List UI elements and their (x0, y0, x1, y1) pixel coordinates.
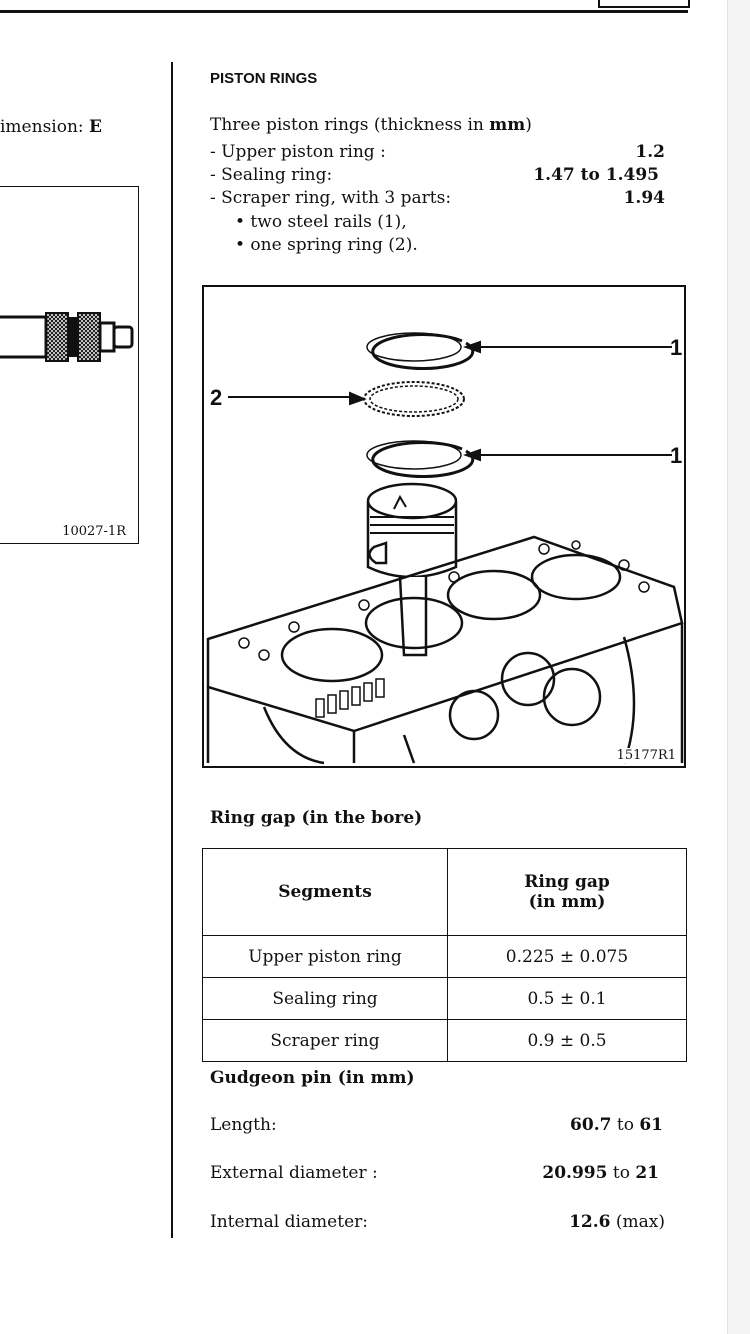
list-item: • two steel rails (1), (235, 212, 407, 232)
piston-rings-illustration (206, 332, 684, 765)
gap-cell: 0.5 ± 0.1 (447, 977, 687, 1020)
col-header-segments: Segments (202, 848, 448, 936)
segment-cell: Upper piston ring (202, 935, 448, 978)
gudgeon-internal-row: Internal diameter: 12.6 (max) (210, 1212, 665, 1232)
callout-label-1-top: 1 (670, 335, 683, 360)
tool-illustration (0, 312, 134, 362)
gudgeon-length-row: Length: 60.7 to 61 (210, 1115, 663, 1135)
gudgeon-external-row: External diameter : 20.995 to 21 (210, 1163, 659, 1183)
segment-cell: Scraper ring (202, 1019, 448, 1062)
gap-cell: 0.9 ± 0.5 (447, 1019, 687, 1062)
col-header-ring-gap: Ring gap(in mm) (447, 848, 687, 936)
table-row: Sealing ring 0.5 ± 0.1 (202, 977, 687, 1020)
segment-cell: Sealing ring (202, 977, 448, 1020)
ring-gap-table: Segments Ring gap(in mm) Upper piston ri… (202, 848, 687, 1062)
callout-label-2: 2 (210, 385, 223, 410)
figure-caption: 15177R1 (614, 748, 678, 763)
page-top-rule (0, 0, 688, 13)
table-row: Scraper ring 0.9 ± 0.5 (202, 1019, 687, 1062)
page-header-box (598, 0, 690, 8)
piston-rings-figure: 1 2 1 15177R1 (202, 285, 686, 768)
gap-cell: 0.225 ± 0.075 (447, 935, 687, 978)
intro-text: Three piston rings (thickness in mm) (210, 115, 532, 135)
column-divider (171, 62, 173, 1238)
table-row: Upper piston ring 0.225 ± 0.075 (202, 935, 687, 978)
left-figure: 10027-1R (0, 186, 139, 544)
table-header-row: Segments Ring gap(in mm) (202, 848, 687, 936)
figure-caption: 10027-1R (62, 524, 126, 539)
dimension-text: imension: E (0, 117, 103, 137)
list-item: • one spring ring (2). (235, 235, 418, 255)
gudgeon-title: Gudgeon pin (in mm) (210, 1068, 415, 1088)
section-heading: PISTON RINGS (210, 70, 318, 87)
scrollbar-track[interactable] (727, 0, 750, 1334)
callout-label-1-bottom: 1 (670, 443, 683, 468)
ring-gap-title: Ring gap (in the bore) (210, 808, 423, 828)
